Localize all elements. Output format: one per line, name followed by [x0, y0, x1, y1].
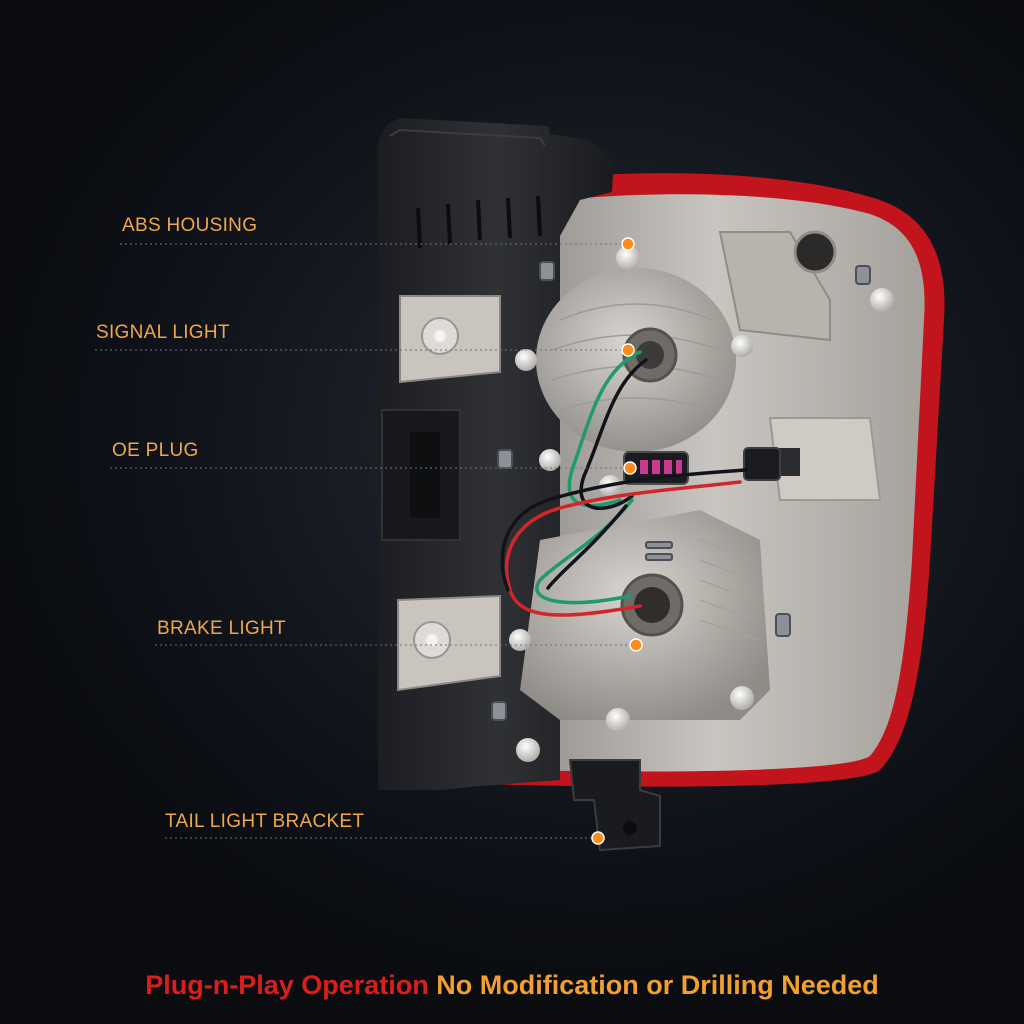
callout-markers	[591, 237, 643, 845]
mounting-posts	[509, 246, 894, 762]
callout-leader-lines	[95, 243, 636, 839]
callout-label-tail-light-bracket: TAIL LIGHT BRACKET	[165, 811, 365, 832]
tagline-no-modification: No Modification or Drilling Needed	[436, 970, 879, 1000]
abs-housing-marker	[621, 237, 635, 251]
footer-tagline: Plug-n-Play Operation No Modification or…	[0, 970, 1024, 1001]
tagline-plug-n-play: Plug-n-Play Operation	[145, 970, 429, 1000]
oe-plug-marker	[623, 461, 637, 475]
tail-light-bracket	[568, 759, 661, 852]
callout-label-oe-plug: OE PLUG	[112, 440, 199, 461]
callout-label-abs-housing: ABS HOUSING	[122, 215, 258, 236]
callout-label-brake-light: BRAKE LIGHT	[157, 618, 286, 639]
brake-light-marker	[629, 638, 643, 652]
wiring-harness	[500, 350, 748, 617]
signal-light-marker	[621, 343, 635, 357]
tail-light-bracket-marker	[591, 831, 605, 845]
callout-label-signal-light: SIGNAL LIGHT	[96, 322, 230, 343]
